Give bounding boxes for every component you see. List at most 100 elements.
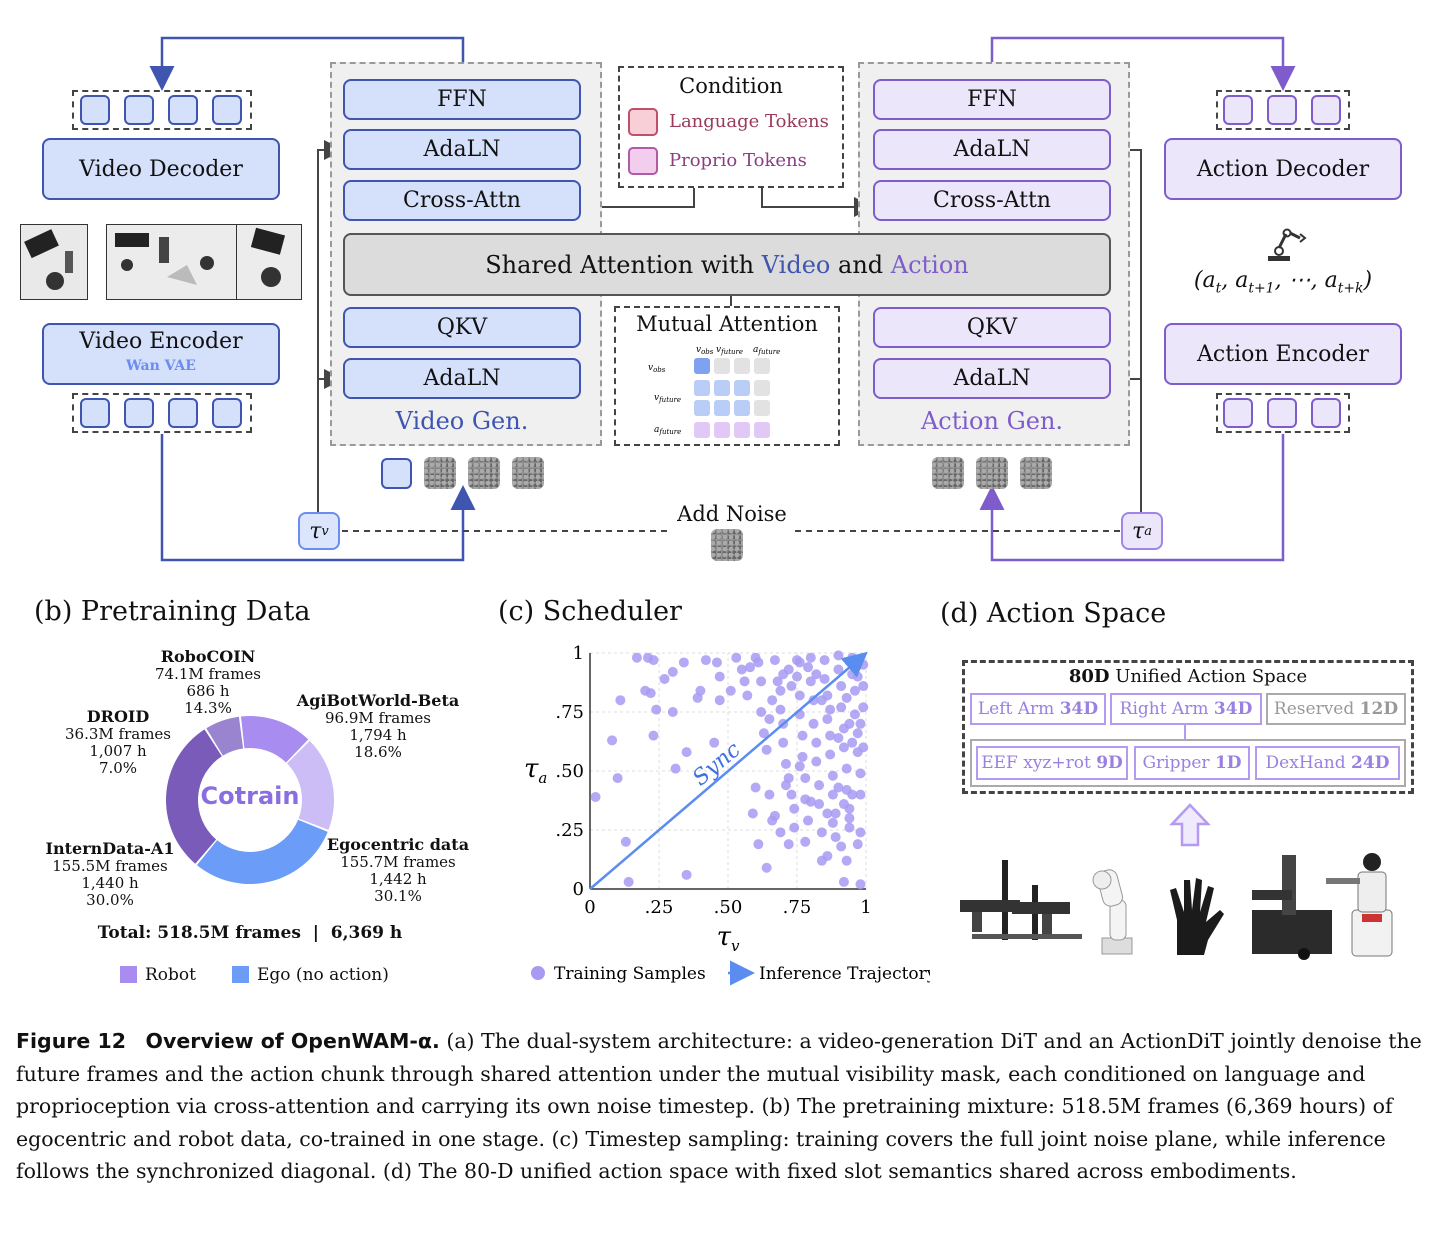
training-sample-point: [678, 657, 689, 668]
legend-training-label: Training Samples: [554, 964, 706, 984]
mask-row-label: vfuture: [654, 393, 681, 404]
training-sample-point: [825, 730, 836, 741]
training-sample-point: [794, 657, 805, 668]
humanoid-robot-image: [1326, 853, 1393, 957]
arm-slot-group: [970, 739, 1406, 787]
add-noise-label: Add Noise: [660, 502, 804, 526]
action-decoder: Action Decoder: [1164, 138, 1402, 200]
training-sample-point: [794, 761, 805, 772]
slot-gripper: Gripper 1D: [1134, 746, 1250, 780]
noisy-video-token: [512, 457, 544, 489]
mask-row-label: afuture: [654, 425, 681, 436]
shared-attention: Shared Attention with Video and Action: [343, 233, 1111, 296]
legend-trajectory-label: Inference Trajectory: [759, 964, 930, 984]
slot-left-arm: Left Arm 34D: [970, 693, 1106, 725]
y-axis-label: τa: [524, 754, 547, 787]
video-token: [80, 95, 110, 125]
section-d-title: (d) Action Space: [940, 598, 1167, 629]
video-token: [124, 95, 154, 125]
unified-action-space-box: [962, 660, 1414, 794]
caption-body: (a) The dual-system architecture: a vide…: [16, 1029, 1422, 1183]
training-sample-point: [816, 695, 827, 706]
action-adaln-top: AdaLN: [873, 129, 1111, 170]
training-sample-point: [814, 780, 825, 791]
legend-robot-swatch: [120, 966, 137, 983]
training-sample-point: [775, 685, 786, 696]
video-ffn: FFN: [343, 79, 581, 120]
noisy-action-token: [976, 457, 1008, 489]
action-decoder-token-group: [1216, 90, 1350, 130]
action-gen-label: Action Gen.: [920, 407, 1064, 435]
training-sample-point: [767, 815, 778, 826]
training-sample-point: [858, 702, 869, 713]
training-sample-point: [847, 789, 858, 800]
training-sample-point: [838, 876, 849, 887]
slot-eef: EEF xyz+rot 9D: [976, 746, 1128, 780]
training-sample-point: [786, 681, 797, 692]
training-sample-point: [811, 737, 822, 748]
training-sample-point: [849, 685, 860, 696]
y-tick-label: 0: [573, 879, 584, 900]
training-sample-point: [852, 839, 863, 850]
training-sample-point: [590, 791, 601, 802]
action-ffn: FFN: [873, 79, 1111, 120]
robot-arm-icon: [1268, 228, 1307, 261]
dexterous-hand-image: [1170, 878, 1224, 955]
training-sample-point: [819, 655, 830, 666]
donut-slice-3: [166, 729, 222, 864]
training-sample-point: [681, 747, 692, 758]
caption-figure-number: Figure 12: [16, 1029, 126, 1053]
up-arrow-icon: [1169, 803, 1211, 847]
slot-connector: [1184, 725, 1186, 739]
training-sample-point: [841, 855, 852, 866]
training-sample-point: [841, 692, 852, 703]
video-frame-image: [236, 224, 302, 300]
pretraining-total: Total: 518.5M frames | 6,369 h: [97, 923, 403, 943]
training-sample-point: [775, 827, 786, 838]
training-sample-point: [852, 728, 863, 739]
training-sample-point: [761, 744, 772, 755]
action-sequence: (at, at+1, ⋯, at+k): [1193, 268, 1373, 297]
training-sample-point: [711, 657, 722, 668]
y-tick-label: .75: [555, 702, 584, 723]
language-token-icon: [628, 108, 658, 136]
action-cross-attn: Cross-Attn: [873, 180, 1111, 221]
training-sample-point: [736, 664, 747, 675]
training-sample-point: [761, 862, 772, 873]
training-sample-point: [794, 690, 805, 701]
section-b-title: (b) Pretraining Data: [34, 596, 311, 627]
training-sample-point: [670, 763, 681, 774]
training-sample-point: [607, 735, 618, 746]
video-encoder: Video Encoder Wan VAE: [42, 323, 280, 385]
training-sample-point: [786, 789, 797, 800]
training-sample-point: [830, 832, 841, 843]
training-sample-point: [764, 789, 775, 800]
action-qkv: QKV: [873, 307, 1111, 348]
training-sample-point: [805, 796, 816, 807]
action-token: [1311, 398, 1341, 428]
video-cross-attn: Cross-Attn: [343, 180, 581, 221]
video-token: [212, 398, 242, 428]
training-sample-point: [756, 676, 767, 687]
x-tick-label: .75: [783, 897, 812, 918]
donut-center-label: Cotrain: [200, 782, 300, 810]
x-axis-label: τv: [717, 922, 740, 955]
training-sample-point: [623, 876, 634, 887]
training-sample-point: [778, 669, 789, 680]
training-sample-point: [833, 650, 844, 661]
training-sample-point: [855, 768, 866, 779]
training-sample-point: [827, 817, 838, 828]
mobile-manipulator-image: [1252, 855, 1332, 960]
training-sample-point: [825, 704, 836, 715]
training-sample-point: [805, 652, 816, 663]
legend-training-marker: [531, 966, 545, 980]
video-adaln-top: AdaLN: [343, 129, 581, 170]
training-sample-point: [855, 718, 866, 729]
training-sample-point: [725, 685, 736, 696]
x-tick-label: 0: [584, 897, 595, 918]
condition-title: Condition: [679, 74, 783, 98]
